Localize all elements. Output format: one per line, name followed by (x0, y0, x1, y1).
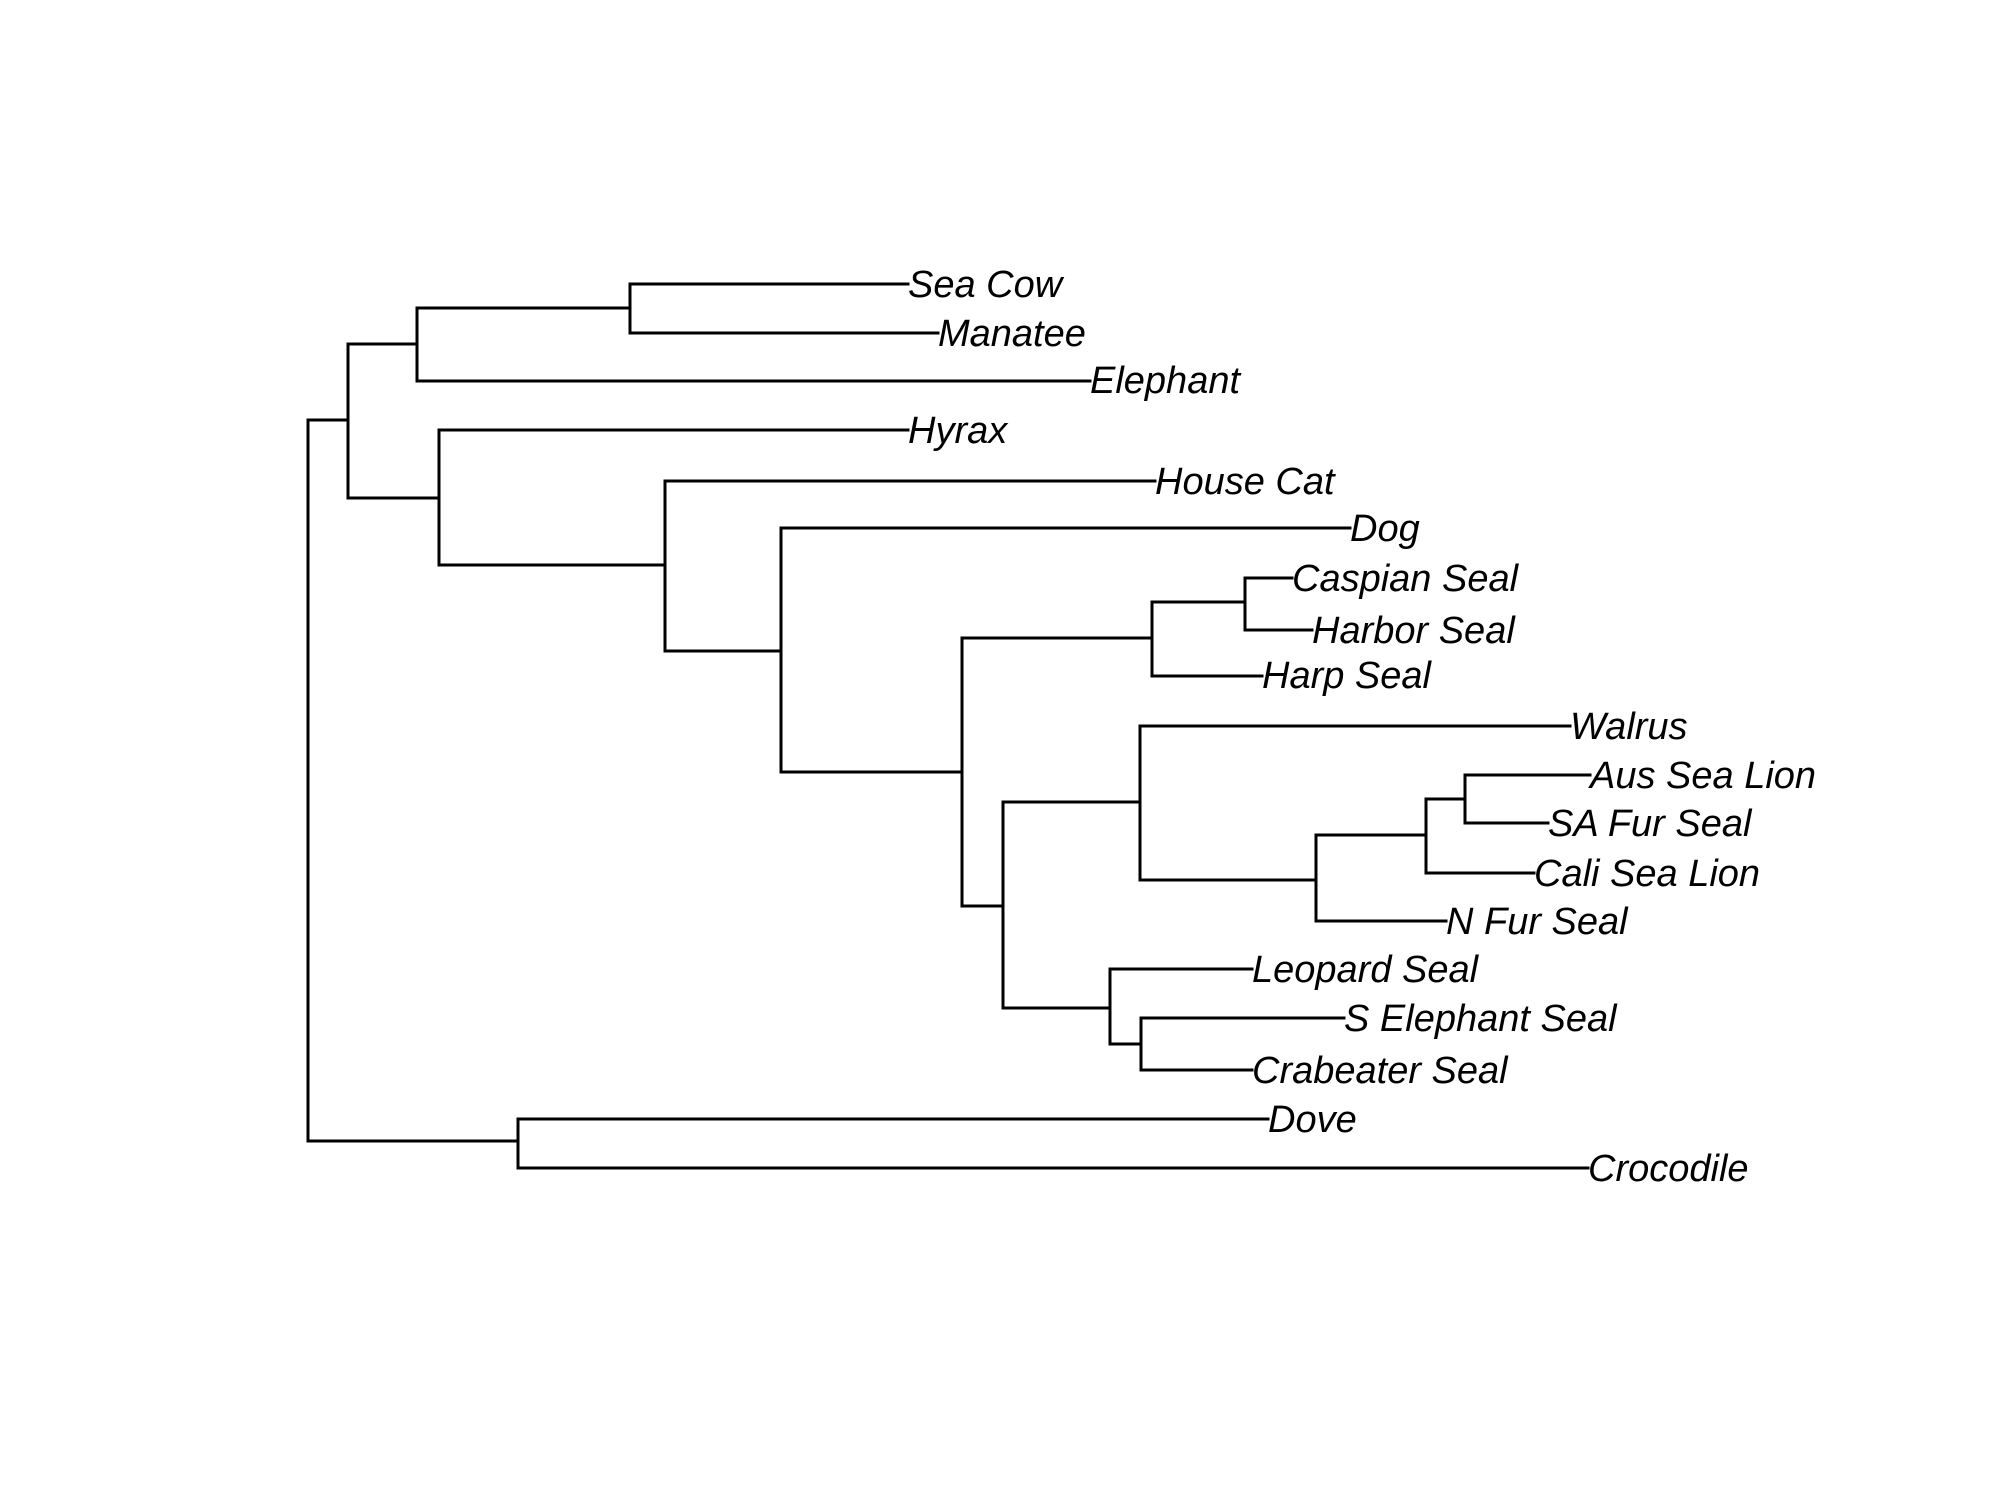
tree-branches (306, 282, 1592, 1170)
tip-label-harbor-seal: Harbor Seal (1312, 610, 1516, 652)
tip-label-harp-seal: Harp Seal (1262, 655, 1433, 697)
tip-label-walrus: Walrus (1570, 706, 1688, 748)
tip-label-elephant: Elephant (1090, 360, 1241, 402)
tip-label-dove: Dove (1268, 1099, 1357, 1141)
tip-label-leopard-seal: Leopard Seal (1252, 949, 1480, 991)
tip-label-hyrax: Hyrax (908, 410, 1009, 452)
tip-label-s-elephant-seal: S Elephant Seal (1344, 998, 1618, 1040)
tip-label-dog: Dog (1350, 508, 1420, 550)
tree-tip-labels: Sea Cow Manatee Elephant Hyrax House Cat… (908, 264, 1816, 1190)
tip-label-crabeater-seal: Crabeater Seal (1252, 1050, 1509, 1092)
tip-label-aus-sea-lion: Aus Sea Lion (1588, 755, 1816, 797)
tip-label-crocodile: Crocodile (1588, 1148, 1749, 1190)
tip-label-sa-fur-seal: SA Fur Seal (1548, 803, 1753, 845)
tip-label-house-cat: House Cat (1155, 461, 1336, 503)
tip-label-caspian-seal: Caspian Seal (1292, 558, 1520, 600)
tip-label-manatee: Manatee (938, 313, 1086, 355)
tip-label-cali-sea-lion: Cali Sea Lion (1534, 853, 1760, 895)
tip-label-n-fur-seal: N Fur Seal (1446, 901, 1629, 943)
tip-label-sea-cow: Sea Cow (908, 264, 1065, 306)
